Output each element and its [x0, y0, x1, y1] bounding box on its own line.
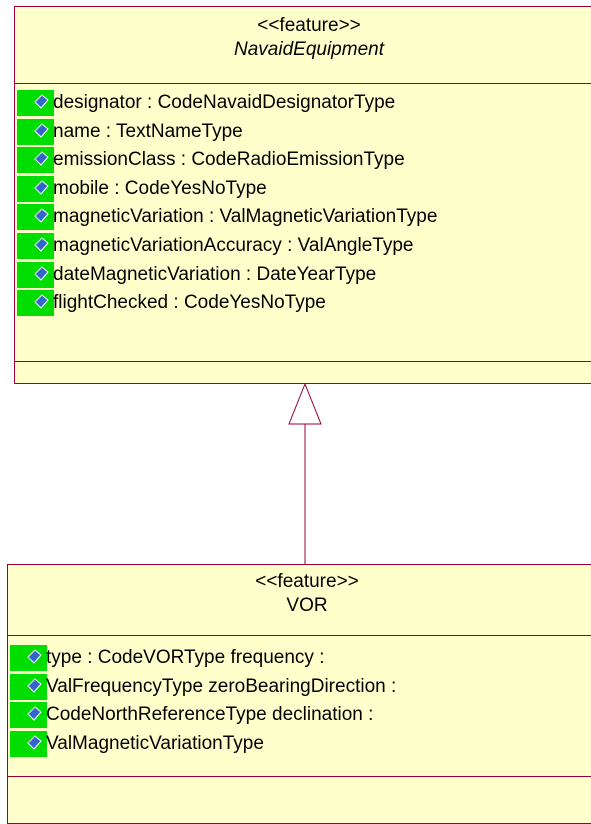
attribute-row[interactable]: mobile : CodeYesNoType [15, 175, 591, 204]
attribute-diamond [27, 677, 42, 693]
attribute-diamond [27, 735, 42, 750]
attribute-row[interactable]: ValMagneticVariationType [8, 730, 591, 759]
attribute-diamond-icon [17, 290, 54, 317]
attribute-text: ValFrequencyType zeroBearingDirection : [46, 675, 397, 697]
class-name: VOR [286, 595, 328, 616]
attribute-row[interactable]: ValFrequencyType zeroBearingDirection : [8, 673, 591, 702]
attribute-row[interactable]: CodeNorthReferenceType declination : [8, 701, 591, 730]
attribute-text: magneticVariation : ValMagneticVariation… [53, 206, 438, 228]
attribute-icon [17, 90, 54, 116]
attribute-icon [17, 147, 54, 174]
attribute-row[interactable]: magneticVariation : ValMagneticVariation… [15, 203, 591, 232]
stereotype-label: <<feature>> [257, 15, 361, 36]
attribute-text: type : CodeVORType frequency : [46, 647, 325, 668]
attribute-diamond-icon [10, 673, 47, 700]
attribute-diamond-icon [10, 730, 47, 757]
attribute-icon [17, 204, 54, 231]
attribute-icon [17, 232, 54, 259]
attribute-diamond [34, 122, 49, 138]
attribute-icon [17, 175, 54, 202]
attribute-diamond [34, 208, 49, 224]
attribute-row[interactable]: dateMagneticVariation : DateYearType [15, 261, 591, 290]
attribute-diamond-icon [10, 645, 47, 671]
attribute-text: name : TextNameType [53, 120, 243, 142]
attribute-diamond-icon [17, 118, 54, 145]
operation-compartment [8, 777, 591, 822]
attribute-diamond-icon [17, 147, 54, 174]
attribute-diamond-icon [10, 702, 47, 729]
attribute-text: designator : CodeNavaidDesignatorType [53, 92, 396, 113]
class-vor[interactable]: <<feature>> VOR type : CodeVORType frequ… [7, 564, 591, 824]
attribute-icon [10, 673, 47, 700]
attribute-text: flightChecked : CodeYesNoType [53, 292, 326, 314]
attribute-text: mobile : CodeYesNoType [53, 177, 267, 199]
generalization-arrowhead [288, 382, 322, 425]
class-header: <<feature>> NavaidEquipment [15, 7, 591, 84]
class-navaid-equipment[interactable]: <<feature>> NavaidEquipment designator :… [14, 6, 591, 384]
attribute-icon [10, 730, 47, 757]
class-header: <<feature>> VOR [8, 565, 591, 636]
attribute-compartment: type : CodeVORType frequency : ValFreque… [8, 636, 591, 777]
attribute-diamond [27, 649, 42, 664]
attribute-row[interactable]: type : CodeVORType frequency : [8, 644, 591, 673]
attribute-text: emissionClass : CodeRadioEmissionType [53, 149, 405, 171]
attribute-icon [17, 118, 54, 145]
attribute-diamond-icon [17, 232, 54, 259]
attribute-row[interactable]: flightChecked : CodeYesNoType [15, 289, 591, 318]
attribute-diamond [34, 180, 49, 195]
attribute-diamond [34, 294, 49, 309]
attribute-diamond [34, 237, 49, 252]
attribute-diamond-icon [17, 175, 54, 202]
attribute-row[interactable]: designator : CodeNavaidDesignatorType [15, 89, 591, 118]
attribute-icon [10, 645, 47, 671]
stereotype-label: <<feature>> [255, 571, 359, 592]
attribute-diamond [34, 151, 49, 166]
attribute-diamond-icon [17, 204, 54, 231]
attribute-diamond [34, 94, 49, 109]
attribute-diamond-icon [17, 90, 54, 116]
attribute-diamond-icon [17, 261, 54, 288]
attribute-text: magneticVariationAccuracy : ValAngleType [53, 234, 414, 256]
class-name: NavaidEquipment [234, 39, 384, 60]
attribute-icon [17, 290, 54, 317]
attribute-text: CodeNorthReferenceType declination : [46, 704, 374, 726]
attribute-text: dateMagneticVariation : DateYearType [53, 263, 377, 285]
attribute-row[interactable]: emissionClass : CodeRadioEmissionType [15, 146, 591, 175]
attribute-row[interactable]: magneticVariationAccuracy : ValAngleType [15, 232, 591, 261]
attribute-compartment: designator : CodeNavaidDesignatorType na… [15, 84, 591, 362]
attribute-text: ValMagneticVariationType [46, 732, 264, 754]
attribute-icon [17, 261, 54, 288]
generalization-edge [288, 382, 322, 564]
attribute-diamond [27, 706, 42, 721]
attribute-diamond [34, 265, 49, 281]
attribute-row[interactable]: name : TextNameType [15, 118, 591, 147]
attribute-icon [10, 702, 47, 729]
